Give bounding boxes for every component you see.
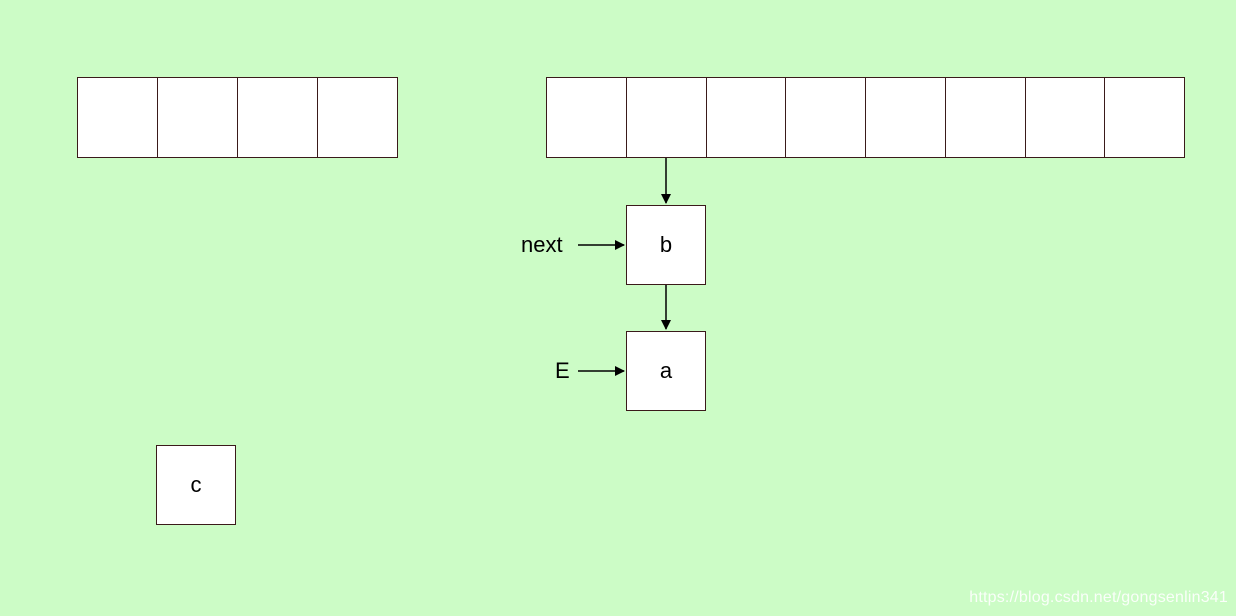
node-a: a bbox=[626, 331, 706, 411]
node-c-label: c bbox=[190, 472, 202, 497]
old-table-slot-0 bbox=[77, 77, 158, 158]
old-table-slot-1 bbox=[157, 77, 238, 158]
e-pointer-label: E bbox=[555, 358, 570, 383]
new-table-slot-3 bbox=[785, 77, 866, 158]
old-table-slot-3 bbox=[317, 77, 398, 158]
new-table-slot-2 bbox=[705, 77, 787, 158]
old-table-slot-2 bbox=[237, 77, 318, 158]
new-table-slot-4 bbox=[865, 77, 946, 158]
new-table-slot-7 bbox=[1104, 77, 1185, 158]
new-table-slot-5 bbox=[944, 77, 1026, 158]
next-pointer-label: next bbox=[521, 232, 563, 257]
node-b-label: b bbox=[659, 232, 673, 257]
node-b: b bbox=[626, 205, 706, 285]
watermark: https://blog.csdn.net/gongsenlin341 bbox=[969, 589, 1228, 606]
node-c: c bbox=[156, 445, 236, 525]
node-a-label: a bbox=[659, 358, 673, 383]
new-table-slot-1 bbox=[625, 77, 707, 158]
new-table-slot-0 bbox=[546, 77, 627, 158]
